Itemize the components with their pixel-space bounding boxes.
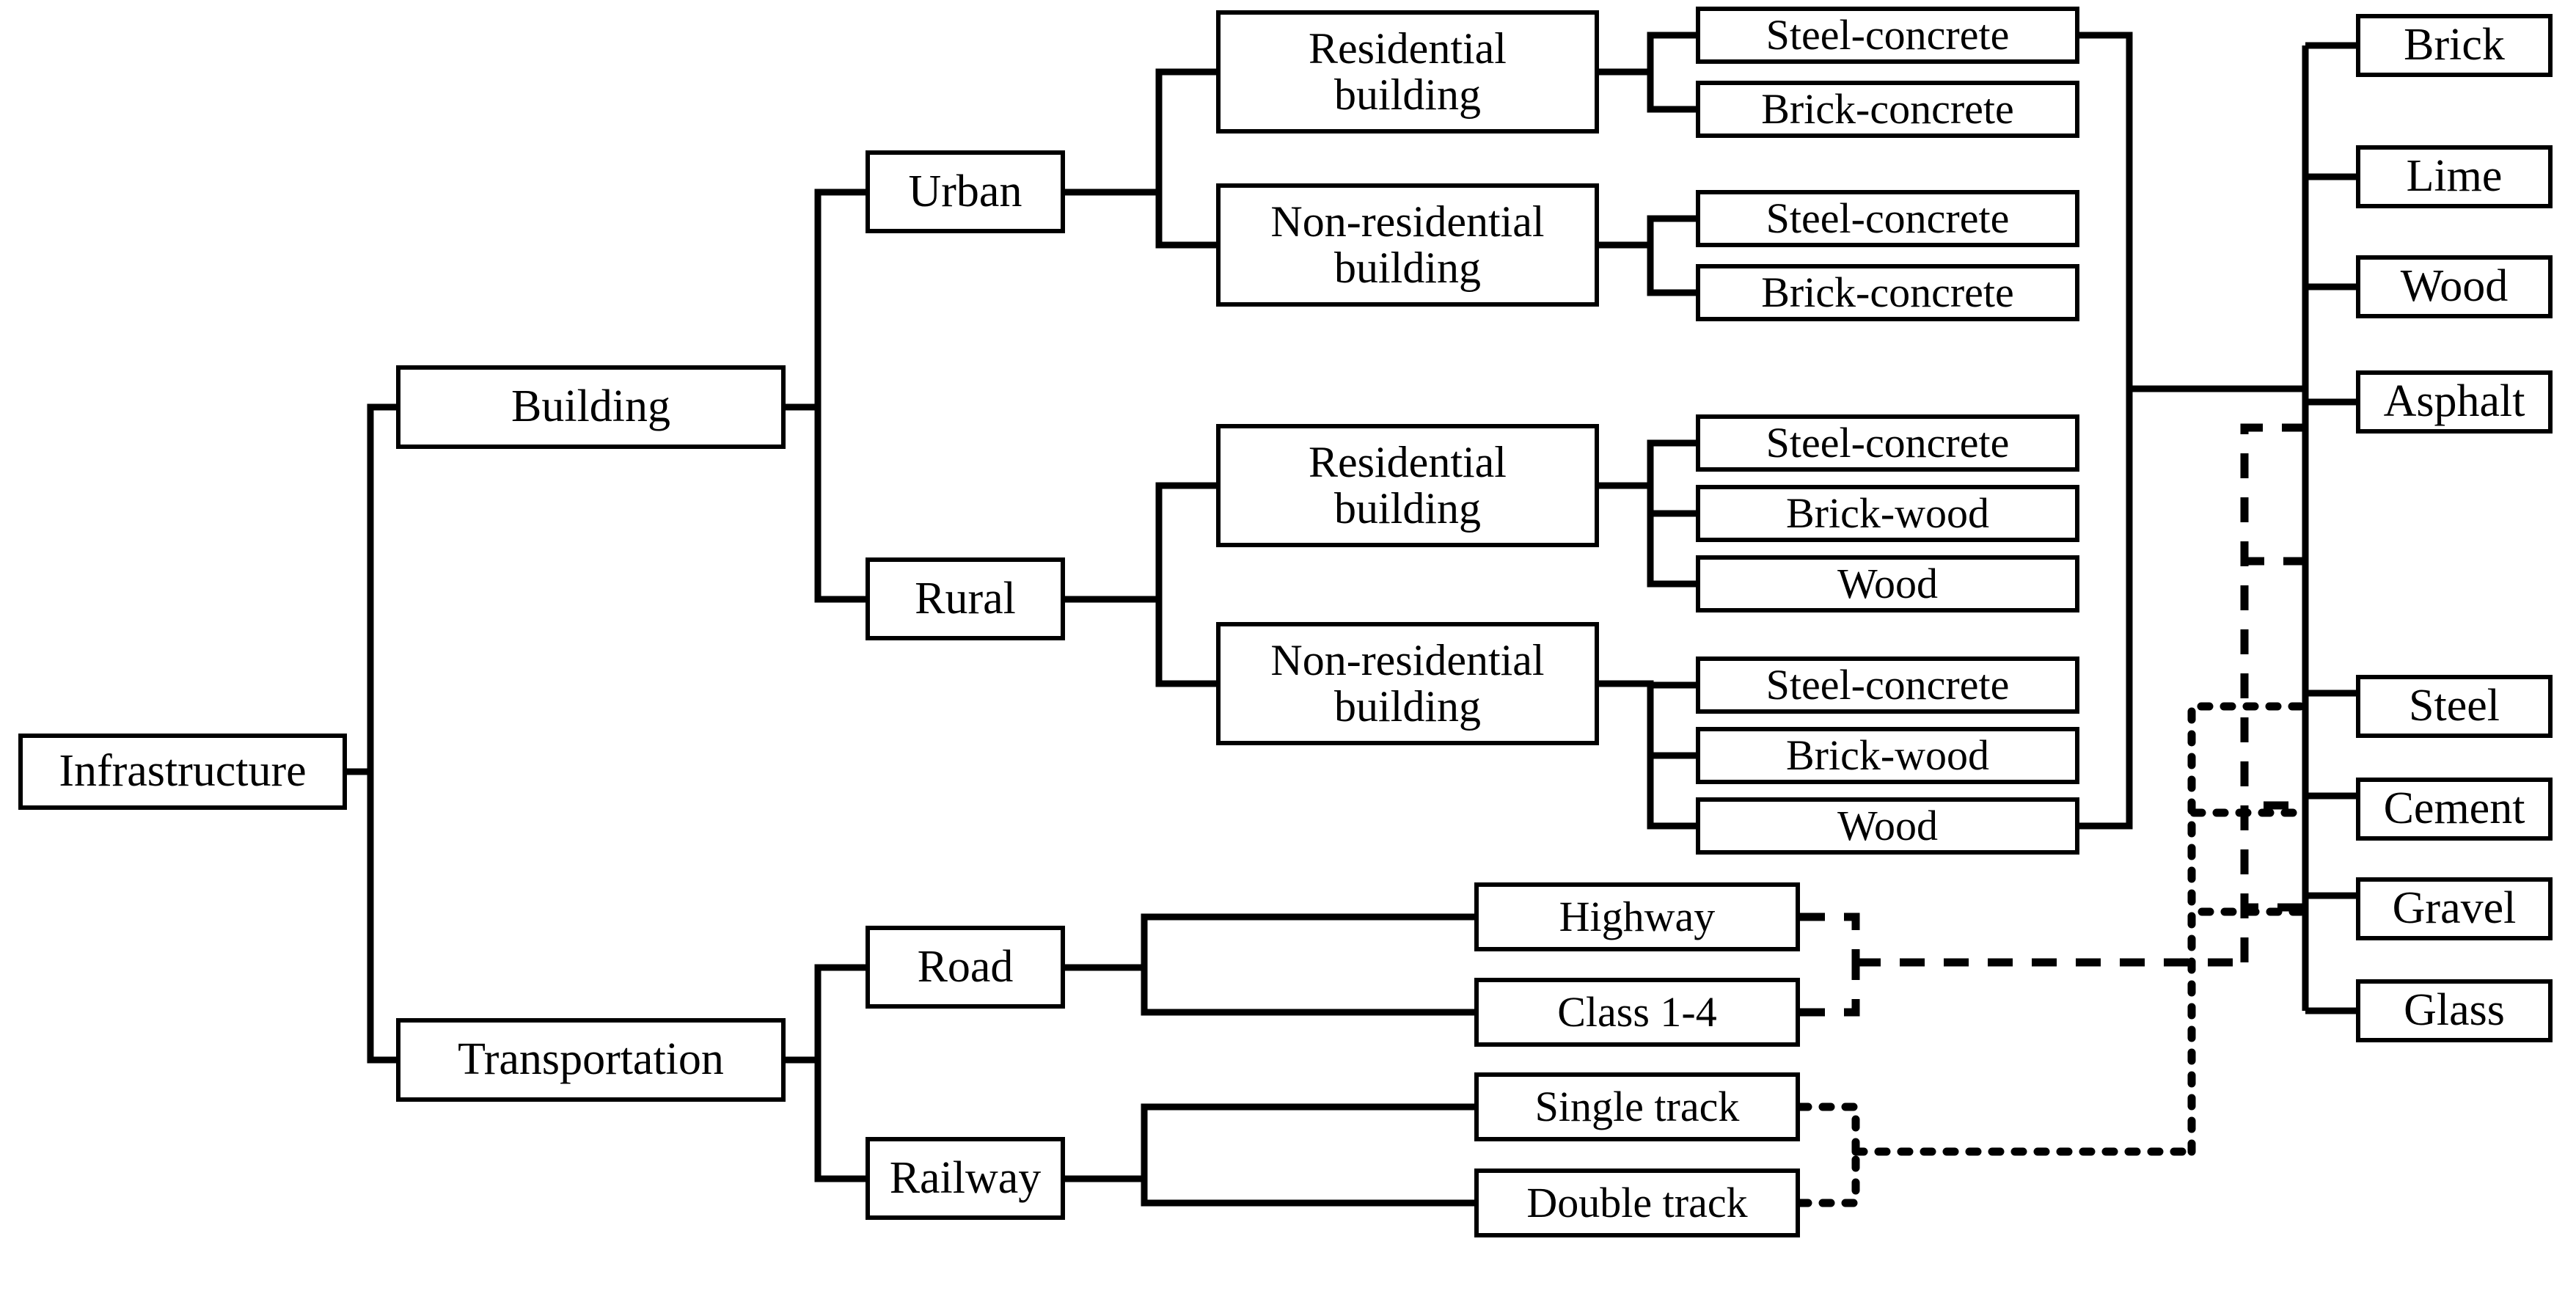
node-rural-non-residential-building[interactable]: Non-residential building (1216, 622, 1599, 745)
node-material-wood[interactable]: Wood (2356, 255, 2553, 318)
node-rural-res-brick-wood[interactable]: Brick-wood (1696, 485, 2079, 542)
node-rural-res-steel-concrete[interactable]: Steel-concrete (1696, 414, 2079, 472)
node-material-glass[interactable]: Glass (2356, 979, 2553, 1042)
node-urban-nonres-brick-concrete[interactable]: Brick-concrete (1696, 264, 2079, 321)
node-urban-nonres-steel-concrete[interactable]: Steel-concrete (1696, 190, 2079, 247)
node-material-brick[interactable]: Brick (2356, 14, 2553, 77)
node-urban[interactable]: Urban (866, 150, 1065, 233)
road-dashed-connectors (1800, 423, 2305, 1017)
node-material-cement[interactable]: Cement (2356, 778, 2553, 841)
node-rural[interactable]: Rural (866, 557, 1065, 640)
node-transportation[interactable]: Transportation (396, 1018, 786, 1102)
node-material-lime[interactable]: Lime (2356, 145, 2553, 208)
node-infrastructure[interactable]: Infrastructure (18, 734, 347, 810)
node-material-asphalt[interactable]: Asphalt (2356, 370, 2553, 434)
node-rural-nonres-wood[interactable]: Wood (1696, 797, 2079, 855)
node-road[interactable]: Road (866, 926, 1065, 1009)
node-double-track[interactable]: Double track (1474, 1169, 1800, 1237)
node-railway[interactable]: Railway (866, 1137, 1065, 1220)
node-material-gravel[interactable]: Gravel (2356, 877, 2553, 940)
node-material-steel[interactable]: Steel (2356, 675, 2553, 738)
node-urban-res-steel-concrete[interactable]: Steel-concrete (1696, 7, 2079, 64)
node-rural-nonres-steel-concrete[interactable]: Steel-concrete (1696, 657, 2079, 714)
node-rural-nonres-brick-wood[interactable]: Brick-wood (1696, 727, 2079, 784)
node-rural-res-wood[interactable]: Wood (1696, 555, 2079, 612)
node-single-track[interactable]: Single track (1474, 1072, 1800, 1141)
node-class-1-4[interactable]: Class 1-4 (1474, 978, 1800, 1047)
railway-dotted-connectors (1796, 702, 2310, 1207)
node-urban-residential-building[interactable]: Residential building (1216, 10, 1599, 134)
node-urban-res-brick-concrete[interactable]: Brick-concrete (1696, 81, 2079, 138)
node-highway[interactable]: Highway (1474, 882, 1800, 951)
node-building[interactable]: Building (396, 365, 786, 449)
node-urban-non-residential-building[interactable]: Non-residential building (1216, 183, 1599, 307)
node-rural-residential-building[interactable]: Residential building (1216, 424, 1599, 547)
solid-connectors (347, 32, 2356, 1207)
